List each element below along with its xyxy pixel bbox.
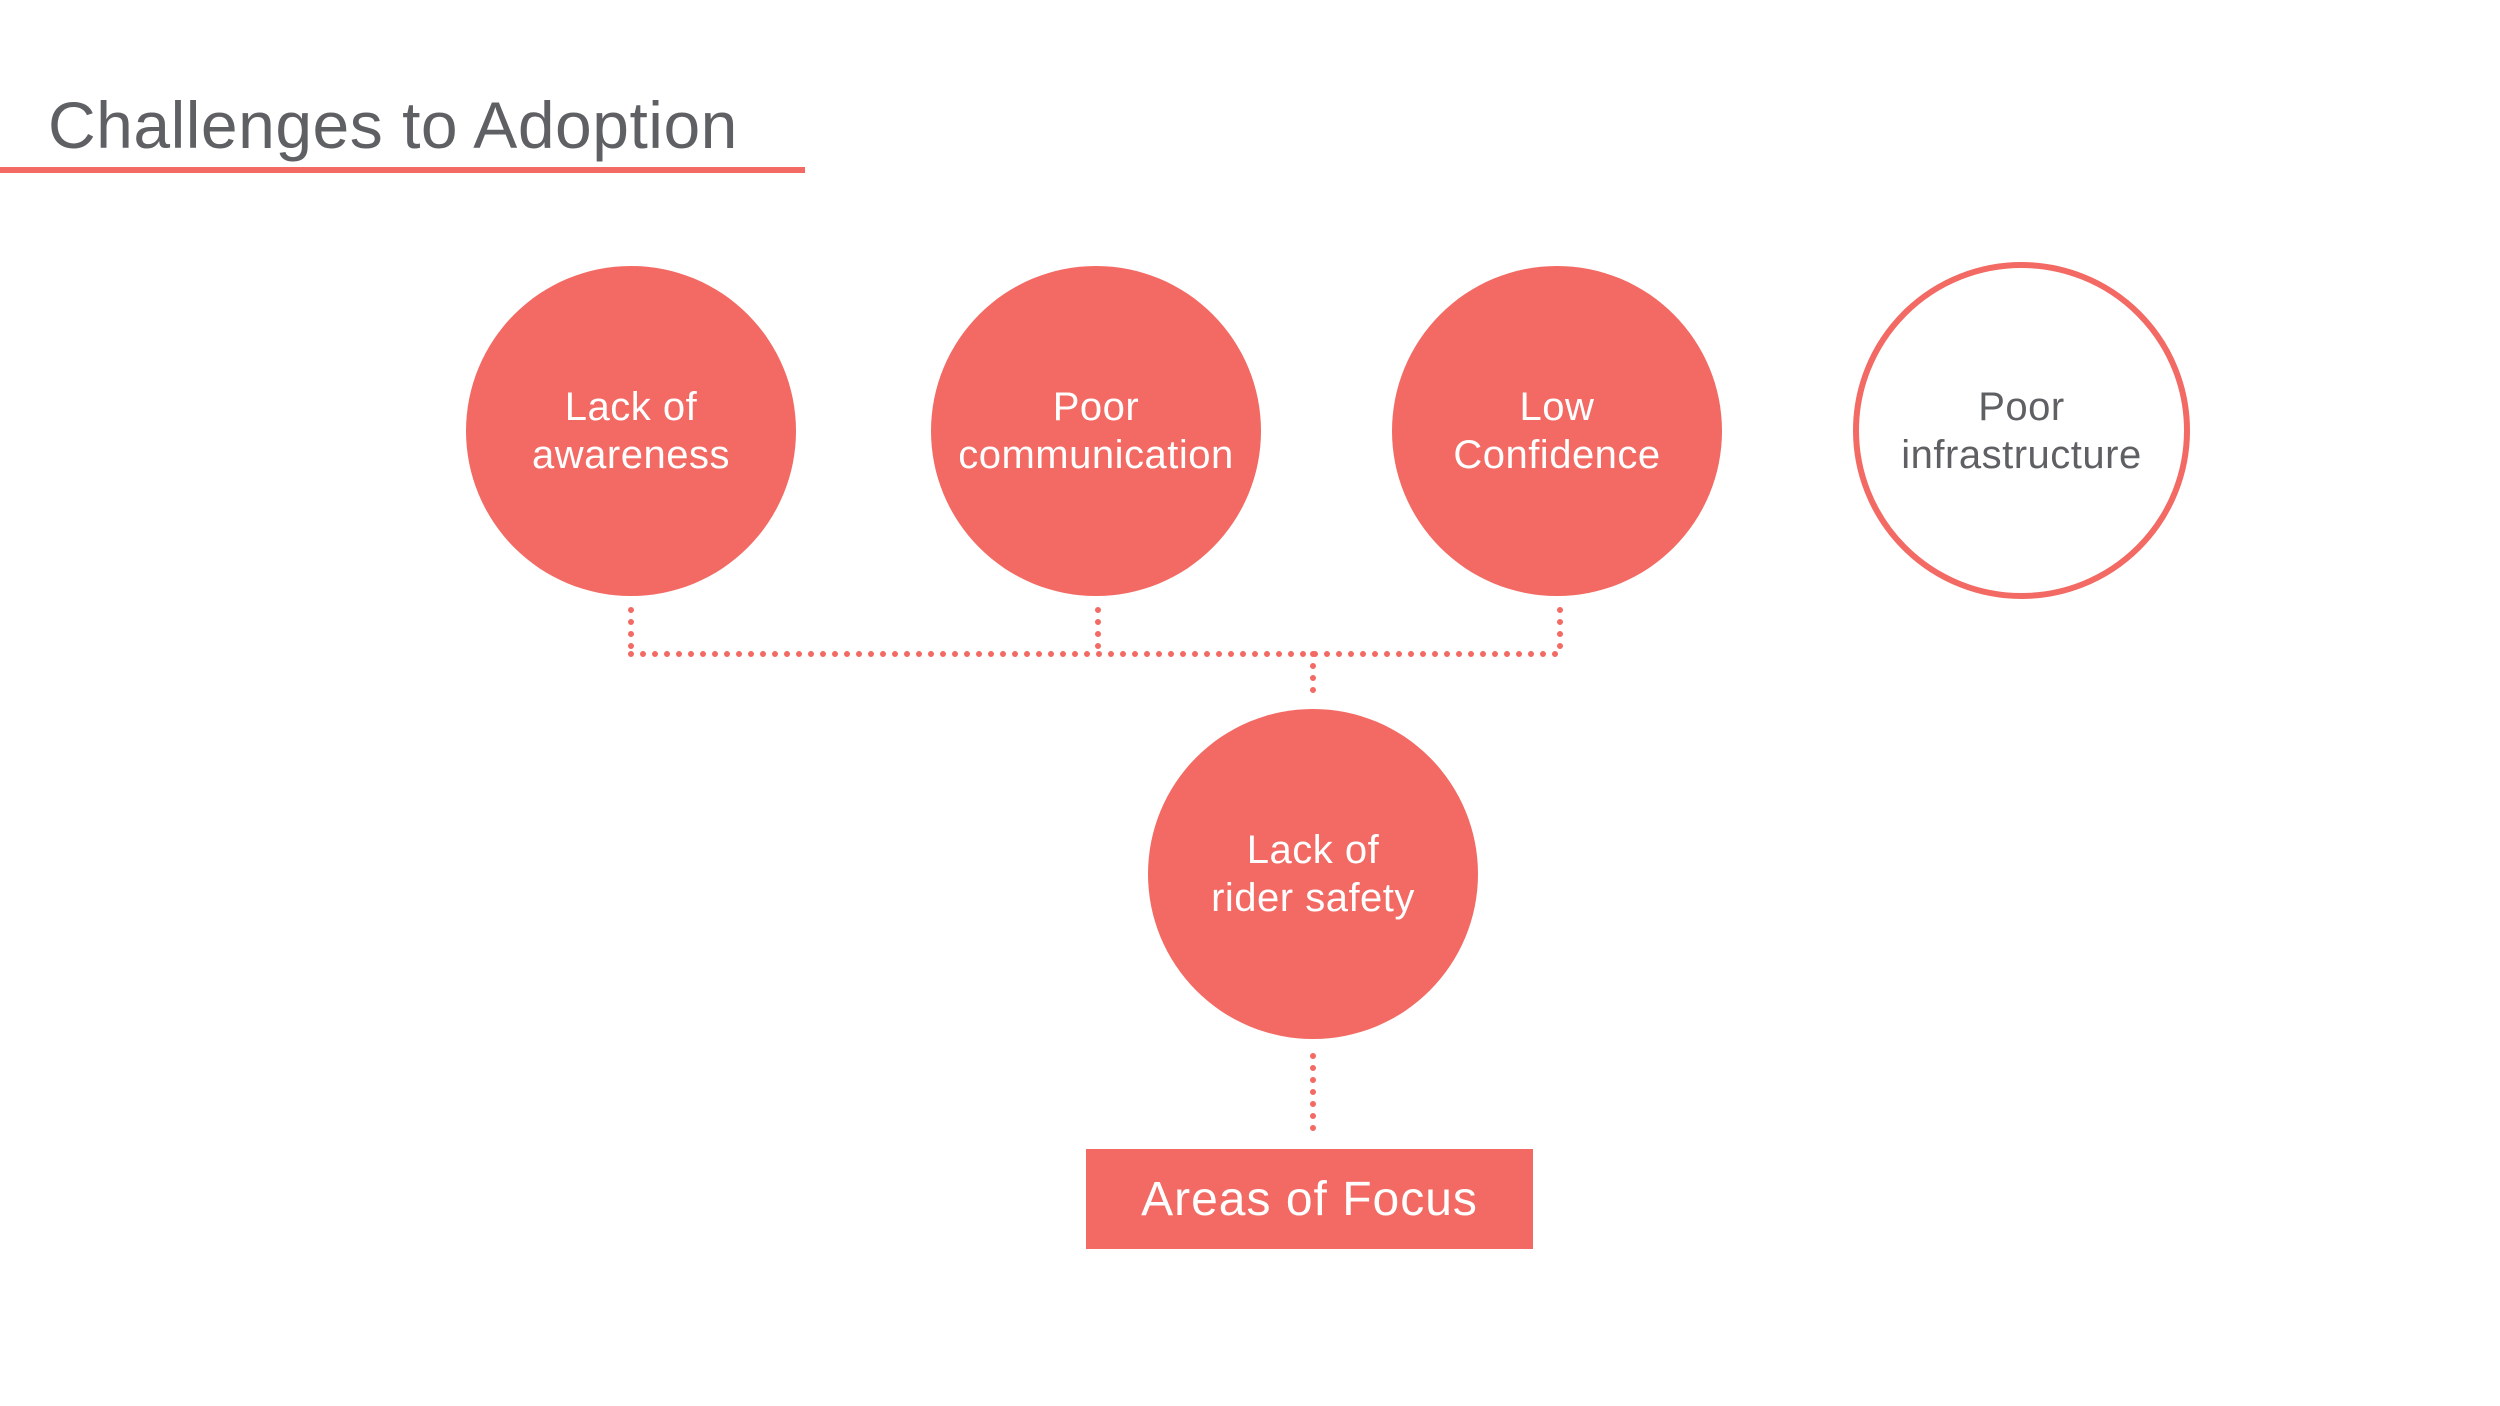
page-title: Challenges to Adoption bbox=[48, 88, 738, 162]
challenge-lack-of-awareness: Lack of awareness bbox=[466, 266, 796, 596]
challenge-label: Poor communication bbox=[958, 385, 1234, 477]
areas-of-focus-label: Areas of Focus bbox=[1141, 1172, 1478, 1226]
title-underline bbox=[0, 167, 805, 173]
areas-of-focus-box: Areas of Focus bbox=[1086, 1149, 1533, 1249]
challenge-label: Low Confidence bbox=[1453, 385, 1661, 477]
challenge-low-confidence: Low Confidence bbox=[1392, 266, 1722, 596]
root-cause-label: Lack of rider safety bbox=[1211, 828, 1415, 920]
challenge-poor-communication: Poor communication bbox=[931, 266, 1261, 596]
challenge-poor-infrastructure: Poor infrastructure bbox=[1853, 262, 2190, 599]
root-cause-lack-of-rider-safety: Lack of rider safety bbox=[1148, 709, 1478, 1039]
challenge-label: Lack of awareness bbox=[532, 385, 730, 477]
challenge-label: Poor infrastructure bbox=[1901, 384, 2142, 477]
